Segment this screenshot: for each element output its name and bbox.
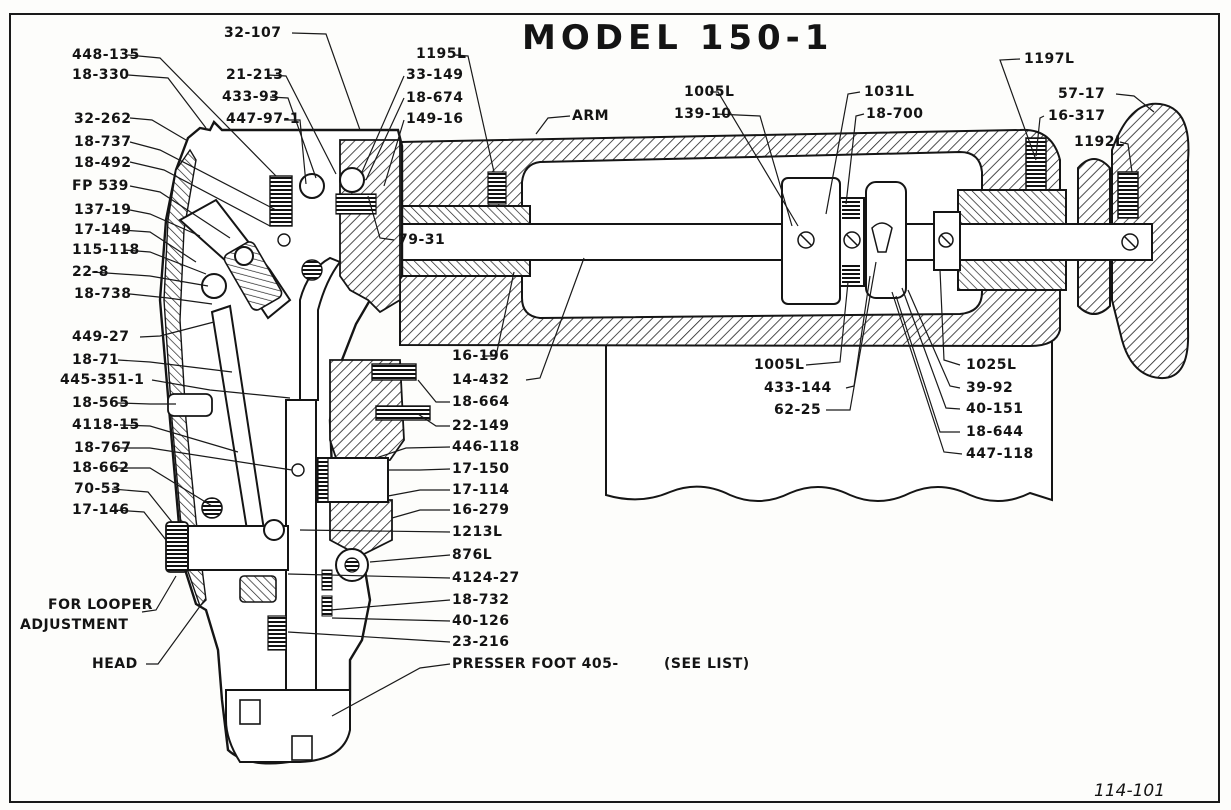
callout-1197l: 1197L [1024, 51, 1075, 67]
callout-57-17: 57-17 [1058, 86, 1106, 102]
callout-head: HEAD [92, 656, 138, 672]
callout-18-767: 18-767 [74, 440, 132, 456]
callout-79-31: 79-31 [398, 232, 446, 248]
callout-1025l: 1025L [966, 357, 1017, 373]
callout-adjustment: ADJUSTMENT [20, 617, 129, 633]
callout-137-19: 137-19 [74, 202, 132, 218]
callout-18-674: 18-674 [406, 90, 464, 106]
callout-1213l: 1213L [452, 524, 503, 540]
callout-21-213: 21-213 [226, 67, 284, 83]
callout-17-114: 17-114 [452, 482, 510, 498]
callout-for-looper: FOR LOOPER [48, 597, 153, 613]
callout-1195l: 1195L [416, 46, 467, 62]
callout-32-107: 32-107 [224, 25, 282, 41]
callout-16-196: 16-196 [452, 348, 510, 364]
callout-4118-15: 4118-15 [72, 417, 140, 433]
callout-18-664: 18-664 [452, 394, 510, 410]
leader-lines [91, 32, 1155, 717]
main-shaft [269, 171, 1153, 305]
callout-39-92: 39-92 [966, 380, 1014, 396]
callout-17-146: 17-146 [72, 502, 130, 518]
callout-32-262: 32-262 [74, 111, 132, 127]
sheet-number: 114-101 [1094, 781, 1166, 801]
callout-18-700: 18-700 [866, 106, 924, 122]
diagram-title: MODEL 150-1 [522, 18, 834, 58]
callout-23-216: 23-216 [452, 634, 510, 650]
callout-40-126: 40-126 [452, 613, 510, 629]
callout-18-565: 18-565 [72, 395, 130, 411]
callout-17-149: 17-149 [74, 222, 132, 238]
callout-18-330: 18-330 [72, 67, 130, 83]
callout-447-97-1: 447-97-1 [226, 111, 301, 127]
callout-433-144: 433-144 [764, 380, 832, 396]
callout-4124-27: 4124-27 [452, 570, 520, 586]
callout-1031l: 1031L [864, 84, 915, 100]
drawing-border [9, 13, 1220, 803]
callout-33-149: 33-149 [406, 67, 464, 83]
callout-447-118: 447-118 [966, 446, 1034, 462]
callout-139-10: 139-10 [674, 106, 732, 122]
callout-876l: 876L [452, 547, 493, 563]
callout-16-317: 16-317 [1048, 108, 1106, 124]
callout-18-738: 18-738 [74, 286, 132, 302]
callout-18-732: 18-732 [452, 592, 510, 608]
callout-1005l-top: 1005L [684, 84, 735, 100]
callout-149-16: 149-16 [406, 111, 464, 127]
callout-17-150: 17-150 [452, 461, 510, 477]
callout-446-118: 446-118 [452, 439, 520, 455]
callout-see-list: (SEE LIST) [664, 656, 750, 672]
callout-18-71: 18-71 [72, 352, 120, 368]
callout-449-27: 449-27 [72, 329, 130, 345]
callout-40-151: 40-151 [966, 401, 1024, 417]
callout-445-351-1: 445-351-1 [60, 372, 145, 388]
callout-14-432: 14-432 [452, 372, 510, 388]
callout-22-8: 22-8 [72, 264, 110, 280]
callout-fp539: FP 539 [72, 178, 129, 194]
callout-62-25: 62-25 [774, 402, 822, 418]
callout-18-662: 18-662 [72, 460, 130, 476]
callout-433-93: 433-93 [222, 89, 280, 105]
callout-115-118: 115-118 [72, 242, 140, 258]
callout-presser-foot: PRESSER FOOT 405- [452, 656, 619, 672]
callout-16-279: 16-279 [452, 502, 510, 518]
callout-arm: ARM [572, 108, 610, 124]
callout-18-644: 18-644 [966, 424, 1024, 440]
callout-1192l: 1192L [1074, 134, 1125, 150]
callout-448-135: 448-135 [72, 47, 140, 63]
callout-18-737: 18-737 [74, 134, 132, 150]
callout-22-149: 22-149 [452, 418, 510, 434]
callout-1005l-bottom: 1005L [754, 357, 805, 373]
callout-70-53: 70-53 [74, 481, 122, 497]
callout-18-492: 18-492 [74, 155, 132, 171]
